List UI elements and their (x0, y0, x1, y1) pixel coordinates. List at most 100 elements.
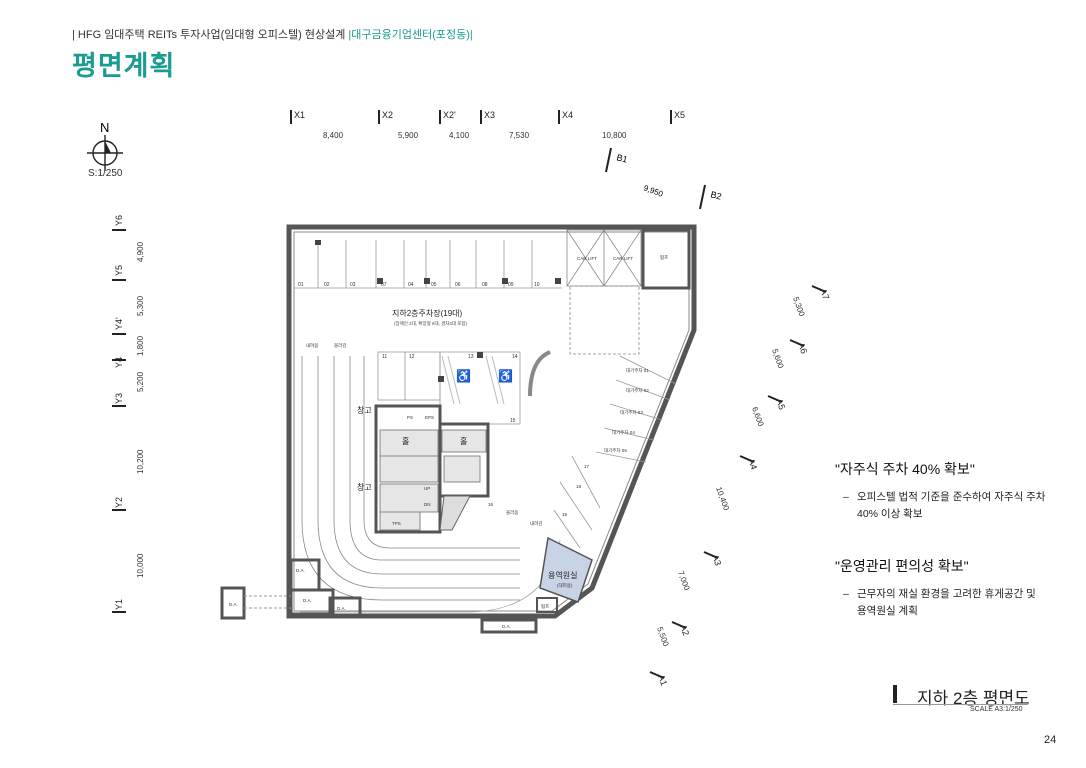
service-room-label: 용역원실 (548, 570, 577, 580)
grid-b1: B1 (615, 152, 628, 165)
waiting-01: 대기주차 01 (626, 367, 649, 374)
grid-y4: Y4 (114, 357, 124, 368)
dim-y6: 10,000 (136, 553, 145, 578)
parking-title: 지하2층주차장(19대) (392, 308, 463, 318)
da-2: D.A. (296, 568, 305, 573)
dim-y3: 1,800 (136, 335, 145, 356)
stall-03: 03 (350, 282, 356, 288)
dim-y2: 5,300 (136, 295, 145, 316)
outer-walls (286, 224, 697, 619)
accessible-icon-2: ♿ (498, 369, 513, 383)
service-room-sub: (대피용) (557, 582, 573, 589)
tps-label: TPS (392, 521, 401, 526)
hall-2: 홀 (460, 436, 467, 446)
dry-areas (220, 558, 538, 634)
machine-room: 펌프 (660, 254, 668, 260)
grid-x2: X2 (382, 110, 393, 120)
grid-a5: A5 (774, 397, 787, 411)
grid-a4: A4 (746, 457, 759, 471)
dim-y5: 10,200 (136, 449, 145, 474)
stall-13: 13 (468, 354, 474, 360)
dim-y4: 5,200 (136, 371, 145, 392)
stall-19: 19 (562, 512, 568, 517)
top-parking-row (294, 240, 562, 289)
exit-label: 내려감 (530, 520, 542, 527)
stall-12: 12 (409, 354, 415, 360)
a-grid-markers: A7 A6 A5 A4 A3 A2 A1 5,300 5,600 6,600 1… (649, 285, 831, 687)
ps-label: PS (407, 415, 413, 420)
waiting-02: 대기주차 02 (626, 387, 649, 394)
dim-x5: 10,800 (602, 131, 627, 140)
dim-x1: 8,400 (323, 131, 344, 140)
stall-18: 18 (576, 484, 582, 489)
dim-x4: 7,530 (509, 131, 530, 140)
note-parking-line1: 오피스텔 법적 기준을 준수하여 자주식 주차 (857, 491, 1046, 503)
grid-a1: A1 (656, 673, 669, 687)
accessible-icon-1: ♿ (456, 369, 471, 383)
north-label: N (100, 120, 109, 135)
stall-17: 17 (584, 464, 590, 469)
grid-x1: X1 (294, 110, 305, 120)
dim-a4: 10,400 (714, 486, 731, 513)
header-line: | HFG 임대주택 REITs 투자사업(임대형 오피스텔) 현상설계 |대구… (72, 26, 473, 42)
ramp-up: 올라감 (334, 342, 346, 349)
stall-16: 16 (488, 502, 494, 507)
middle-parking (377, 351, 521, 425)
storage-2: 창고 (357, 483, 372, 492)
b-grid-markers: B1 B2 9,950 (605, 147, 723, 210)
y-grid-markers: Y6 Y5 Y4' Y4 Y3 Y2 Y1 4,900 5,300 1,800 … (112, 215, 145, 613)
note-operation-line2: 용역원실 계획 (857, 605, 918, 617)
car-lift-1: CAR LIFT (577, 256, 597, 261)
note-operation: "운영관리 편의성 확보" –근무자의 재실 환경을 고려한 휴게공간 및 용역… (835, 556, 1065, 620)
car-lift-2: CAR LIFT (613, 256, 633, 261)
project-name: | HFG 임대주택 REITs 투자사업(임대형 오피스텔) 현상설계 (72, 29, 346, 41)
waiting-03: 대기주차 03 (620, 409, 643, 416)
grid-b2: B2 (709, 189, 722, 202)
note-operation-title: "운영관리 편의성 확보" (835, 558, 969, 574)
dim-a2: 5,600 (770, 348, 785, 370)
stall-07: 07 (381, 282, 387, 288)
da-3: D.A. (303, 598, 312, 603)
plan-title-rule (893, 704, 1028, 705)
grid-x5: X5 (674, 110, 685, 120)
grid-y1: Y1 (114, 599, 124, 610)
entry-label: 올라옴 (506, 509, 518, 516)
stall-06: 06 (455, 282, 461, 288)
waiting-05: 대기주차 05 (604, 447, 627, 454)
da-5: D.A. (502, 624, 511, 629)
drawing-scale: S:1/250 (88, 168, 123, 179)
dim-x2: 5,900 (398, 131, 419, 140)
ramp-down: 내려옴 (306, 342, 318, 349)
stall-02: 02 (324, 282, 330, 288)
sheet-title: 평면계획 (72, 51, 176, 81)
da-4: D.A. (337, 606, 346, 611)
note-parking: "자주식 주차 40% 확보" –오피스텔 법적 기준을 준수하여 자주식 주차… (835, 459, 1065, 523)
machine-room-2: 펌프 (541, 603, 549, 609)
eps-label: EPS (425, 415, 434, 420)
grid-y4p: Y4' (114, 317, 124, 330)
stall-01: 01 (298, 282, 304, 288)
stall-15: 15 (510, 418, 516, 424)
page-number: 24 (1044, 734, 1057, 746)
site-name: |대구금융기업센터(포정동)| (348, 29, 473, 41)
stall-05: 05 (431, 282, 437, 288)
grid-a6: A6 (796, 341, 809, 355)
note-operation-line1: 근무자의 재실 환경을 고려한 휴게공간 및 (857, 588, 1036, 600)
storage-1: 창고 (357, 406, 372, 415)
parking-subtitle: (장애인 2대, 확장형 6대, 경차3대 포함) (394, 320, 468, 327)
grid-y5: Y5 (114, 265, 124, 276)
accessible-stall-hatch (441, 355, 505, 405)
note-parking-line2: 40% 이상 확보 (857, 508, 923, 520)
stall-11: 11 (382, 354, 387, 360)
grid-a7: A7 (818, 287, 831, 301)
dn-label: DN (424, 502, 431, 507)
grid-x4: X4 (562, 110, 573, 120)
note-parking-title: "자주식 주차 40% 확보" (835, 461, 975, 477)
dim-y1: 4,900 (136, 241, 145, 262)
grid-x2p: X2' (443, 110, 456, 120)
dim-b: 9,950 (642, 183, 664, 198)
dim-a6: 5,500 (655, 626, 670, 648)
x-grid-markers: X1 X2 X2' X3 X4 X5 8,400 5,900 4,100 7,5… (290, 110, 685, 140)
grid-a3: A3 (710, 553, 723, 567)
